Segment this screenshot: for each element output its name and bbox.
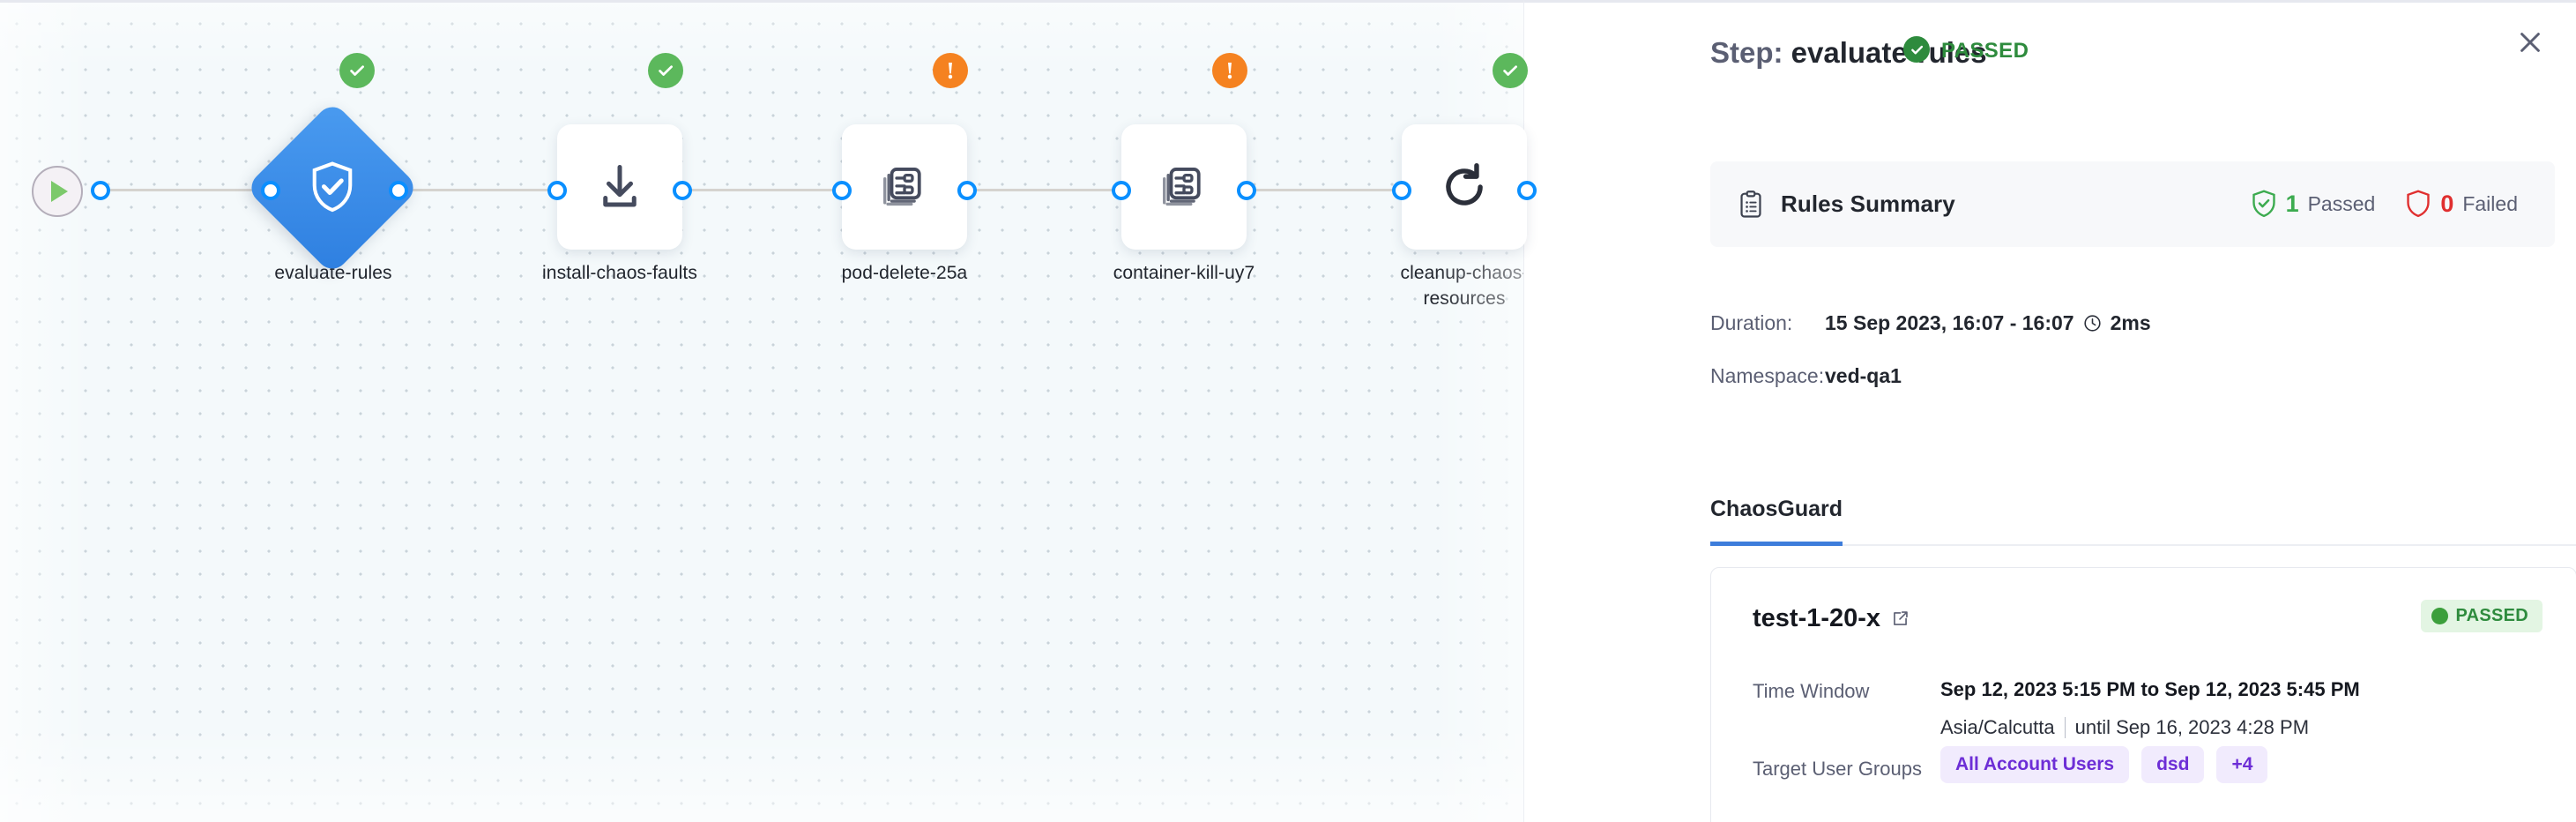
page-title-name: evaluate-rules bbox=[1791, 36, 1987, 69]
check-circle-icon bbox=[659, 65, 673, 76]
node-pod-delete-25a[interactable] bbox=[842, 124, 967, 250]
chip-dsd[interactable]: dsd bbox=[2141, 746, 2205, 783]
time-window-value-text: Sep 12, 2023 5:15 PM to Sep 12, 2023 5:4… bbox=[1940, 678, 2360, 700]
port-container-kill-uy7-in[interactable] bbox=[1112, 181, 1131, 200]
rules-failed-count: 0 bbox=[2440, 191, 2454, 217]
rules-summary-label: Rules Summary bbox=[1781, 191, 1955, 217]
chip-all-account-users[interactable]: All Account Users bbox=[1940, 746, 2130, 783]
chaos-experiment-icon bbox=[883, 168, 921, 206]
status-badge-pod-delete-25a: ! bbox=[933, 53, 968, 88]
rules-summary-left: Rules Summary bbox=[1738, 190, 1955, 219]
rules-failed-stat: 0 Failed bbox=[2405, 190, 2518, 219]
rules-passed-label: Passed bbox=[2307, 192, 2376, 215]
check-circle-icon bbox=[1503, 65, 1517, 76]
panel-tabs: ChaosGuard bbox=[1710, 497, 2576, 546]
node-label-pod-delete-25a: pod-delete-25a bbox=[841, 263, 968, 283]
time-window-value: Sep 12, 2023 5:15 PM to Sep 12, 2023 5:4… bbox=[1940, 678, 2360, 701]
status-dot-icon bbox=[2431, 608, 2449, 624]
status-badge-cleanup-chaos-resources bbox=[1493, 53, 1528, 88]
edge-pod-delete-to-container-kill bbox=[963, 189, 1121, 191]
page-title-lead: Step: bbox=[1710, 36, 1783, 69]
close-icon bbox=[2520, 33, 2540, 52]
edge-evaluate-rules-to-install bbox=[398, 189, 564, 191]
chaosguard-rule-name: test-1-20-x bbox=[1753, 604, 1881, 632]
chaosguard-status-label: PASSED bbox=[2455, 606, 2528, 625]
check-circle-icon bbox=[350, 65, 364, 76]
port-evaluate-rules-in[interactable] bbox=[261, 181, 280, 200]
chaosguard-rule-card: test-1-20-x PASSED Time Window Sep 12, 2… bbox=[1710, 567, 2576, 822]
status-check-icon bbox=[1903, 36, 1930, 63]
chip-more-count[interactable]: +4 bbox=[2216, 746, 2268, 783]
clock-icon bbox=[2083, 315, 2101, 332]
target-user-groups-key: Target User Groups bbox=[1753, 758, 1922, 780]
shield-icon bbox=[2407, 190, 2430, 218]
node-cleanup-chaos-resources[interactable] bbox=[1402, 124, 1527, 250]
close-button[interactable] bbox=[2506, 19, 2554, 66]
chaos-experiment-icon bbox=[1163, 168, 1201, 206]
status-badge-install-chaos-faults bbox=[648, 53, 683, 88]
status-badge-evaluate-rules bbox=[339, 53, 375, 88]
edge-container-kill-to-cleanup bbox=[1243, 189, 1402, 191]
status-badge: PASSED bbox=[1941, 39, 2029, 63]
duration-value: 15 Sep 2023, 16:07 - 16:07 bbox=[1825, 311, 2074, 334]
edge-start-to-evaluate-rules bbox=[104, 189, 268, 191]
chaosguard-rule-name-wrap[interactable]: test-1-20-x bbox=[1753, 604, 1910, 633]
namespace-value: ved-qa1 bbox=[1825, 364, 1902, 387]
pipeline-start-node[interactable] bbox=[32, 166, 83, 217]
node-container-kill-uy7[interactable] bbox=[1121, 124, 1247, 250]
time-window-sub: Asia/Calcutta until Sep 16, 2023 4:28 PM bbox=[1940, 716, 2309, 739]
port-cleanup-chaos-resources-in[interactable] bbox=[1392, 181, 1411, 200]
port-evaluate-rules-out[interactable] bbox=[389, 181, 408, 200]
chaosguard-status-badge: PASSED bbox=[2421, 600, 2542, 632]
rules-summary-band: Rules Summary 1 Passed 0 Failed bbox=[1710, 161, 2555, 247]
time-window-until: until Sep 16, 2023 4:28 PM bbox=[2074, 716, 2310, 738]
divider bbox=[2064, 717, 2066, 738]
duration-key: Duration: bbox=[1710, 311, 1793, 334]
rules-passed-count: 1 bbox=[2285, 191, 2299, 217]
target-user-groups-chips: All Account Users dsd +4 bbox=[1940, 746, 2268, 783]
port-start-out[interactable] bbox=[91, 181, 110, 200]
duration-elapsed: 2ms bbox=[2110, 311, 2151, 334]
port-container-kill-uy7-out[interactable] bbox=[1237, 181, 1256, 200]
rules-summary-stats: 1 Passed 0 Failed bbox=[2251, 190, 2518, 219]
port-install-chaos-faults-in[interactable] bbox=[547, 181, 567, 200]
duration-value-wrap: 15 Sep 2023, 16:07 - 16:07 2ms bbox=[1825, 311, 2151, 335]
pipeline-graph: evaluate-rules install-chaos-faults bbox=[0, 3, 1537, 822]
port-pod-delete-25a-out[interactable] bbox=[957, 181, 977, 200]
shield-check-icon bbox=[2252, 190, 2275, 218]
time-window-key: Time Window bbox=[1753, 680, 1870, 702]
node-label-install-chaos-faults: install-chaos-faults bbox=[542, 263, 697, 283]
port-install-chaos-faults-out[interactable] bbox=[673, 181, 692, 200]
rules-passed-stat: 1 Passed bbox=[2251, 190, 2376, 219]
play-icon bbox=[50, 181, 68, 202]
port-pod-delete-25a-in[interactable] bbox=[832, 181, 852, 200]
step-details-panel: Step: evaluate-rules PASSED bbox=[1523, 0, 2576, 822]
shield-check-icon bbox=[312, 161, 353, 213]
time-window-timezone: Asia/Calcutta bbox=[1940, 716, 2055, 738]
external-link-icon[interactable] bbox=[1891, 609, 1910, 628]
edge-install-to-pod-delete bbox=[683, 189, 842, 191]
node-label-container-kill-uy7: container-kill-uy7 bbox=[1113, 263, 1255, 283]
panel-header: Step: evaluate-rules PASSED bbox=[1524, 3, 2576, 124]
tab-chaosguard[interactable]: ChaosGuard bbox=[1710, 497, 1843, 546]
pipeline-canvas[interactable]: evaluate-rules install-chaos-faults bbox=[0, 0, 1537, 822]
page-title: Step: evaluate-rules bbox=[1710, 36, 1987, 70]
download-icon bbox=[603, 165, 637, 207]
clipboard-icon bbox=[1740, 190, 1761, 218]
refresh-icon bbox=[1446, 163, 1483, 206]
status-badge-container-kill-uy7: ! bbox=[1212, 53, 1247, 88]
port-cleanup-chaos-resources-out[interactable] bbox=[1517, 181, 1537, 200]
rules-failed-label: Failed bbox=[2462, 192, 2518, 215]
namespace-key: Namespace: bbox=[1710, 364, 1825, 387]
node-install-chaos-faults[interactable] bbox=[557, 124, 682, 250]
